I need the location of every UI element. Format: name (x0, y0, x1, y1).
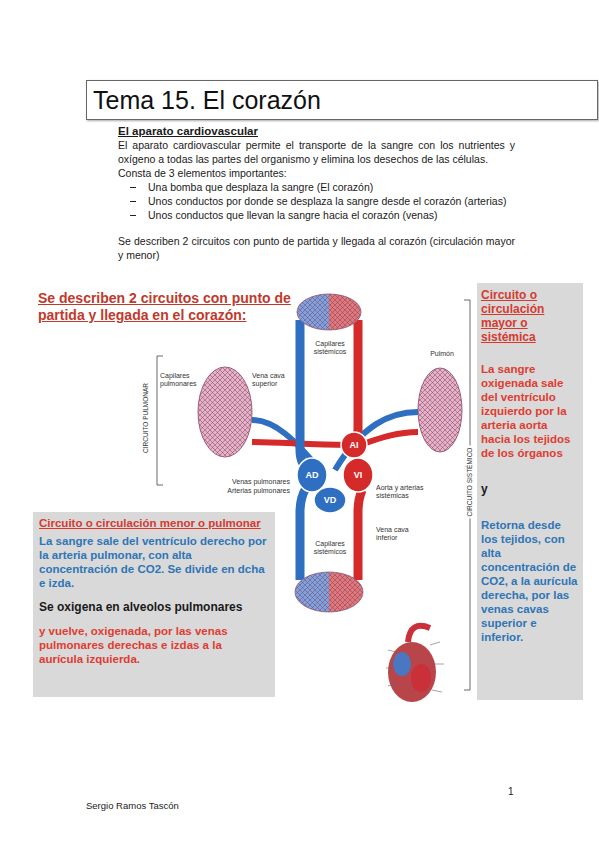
vena-cava (300, 488, 306, 580)
part-label: Capilares pulmonares (160, 372, 202, 388)
title-box: Tema 15. El corazón (86, 80, 598, 120)
document-column: El aparato cardiovascularEl aparato card… (118, 124, 515, 262)
panel-text: La sangre sale del ventrículo derecho po… (39, 534, 269, 590)
figure-heading: Se describen 2 circuitos con punto de pa… (38, 290, 293, 324)
bullet-dash (130, 187, 136, 188)
list-item: Unos conductos por donde se desplaza la … (118, 194, 515, 208)
panel-text: Se oxigena en alveolos pulmonares (39, 600, 269, 614)
aorta (358, 490, 362, 580)
bullet-dash (130, 201, 136, 202)
page-title: Tema 15. El corazón (87, 81, 597, 119)
paragraph: Consta de 3 elementos importantes: (118, 166, 515, 180)
bullet-dash (130, 215, 136, 216)
chamber-label: VD (320, 494, 340, 506)
capillaries (297, 294, 361, 330)
panel-text: Circuito o circulación mayor o sistémica (481, 288, 579, 344)
heart-picture (386, 626, 444, 702)
panel-text: y (481, 482, 579, 496)
pulmonary-vein (360, 432, 418, 445)
panel-text: Circuito o circulación menor o pulmonar (39, 516, 269, 530)
lung (198, 367, 252, 457)
chamber-label: VI (348, 469, 368, 481)
heart (297, 432, 373, 513)
info-panel: Circuito o circulación menor o pulmonarL… (33, 512, 275, 697)
part-label: Venas pulmonares (222, 478, 290, 486)
part-label: Capilares sistémicos (308, 340, 352, 356)
paragraph: Se describen 2 circuitos con punto de pa… (118, 234, 515, 262)
author: Sergio Ramos Tascón (86, 800, 246, 812)
panel-text: Retorna desde los tejidos, con alta conc… (481, 518, 579, 644)
pulmonary-artery (335, 412, 418, 470)
part-label: Arterias pulmonares (222, 487, 290, 495)
circuit-label: CIRCUITO PULMONAR (142, 381, 150, 455)
list-item: Una bomba que desplaza la sangre (El cor… (118, 180, 515, 194)
list-item: Unos conductos que llevan la sangre haci… (118, 208, 515, 222)
part-label: Aorta y arterias sistémicas (376, 484, 434, 500)
lung (418, 368, 462, 452)
part-label: Capilares sistémicos (308, 540, 352, 556)
part-label: Pulmón (422, 350, 462, 358)
vena-cava (300, 320, 310, 470)
circuit-label: CIRCUITO SISTÉMICO (466, 446, 474, 519)
section-heading: El aparato cardiovascular (118, 124, 515, 138)
chamber-label: AI (344, 439, 364, 451)
paragraph: El aparato cardiovascular permite el tra… (118, 138, 515, 166)
page-number: 1 (508, 786, 522, 798)
capillaries (295, 572, 363, 612)
panel-text: y vuelve, oxigenada, por las venas pulmo… (39, 624, 269, 666)
aorta (356, 320, 358, 440)
info-panel: Circuito o circulación mayor o sistémica… (477, 283, 583, 700)
part-label: Vena cava superior (252, 372, 292, 388)
part-label: Vena cava inferior (376, 526, 422, 542)
chamber-label: AD (302, 469, 322, 481)
panel-text: La sangre oxigenada sale del ventrículo … (481, 362, 579, 460)
